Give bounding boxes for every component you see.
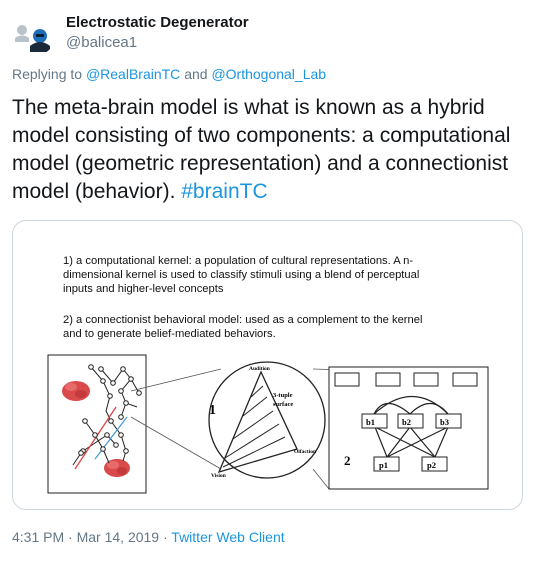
node-p2: p2	[427, 460, 436, 470]
media-para1-line2: dimensional kernel is used to classify s…	[63, 269, 420, 281]
tweet-body: The meta-brain model is what is known as…	[12, 96, 511, 203]
label-3-tuple: 3-tuple	[273, 392, 293, 399]
label-olfaction: Olfaction	[294, 449, 316, 455]
avatar-image	[12, 12, 56, 56]
media-para1-line1: 1) a computational kernel: a population …	[63, 255, 414, 267]
input-boxes	[334, 372, 478, 387]
label-audition: Audition	[249, 366, 270, 372]
node-boxes	[361, 413, 462, 472]
red-edge	[74, 406, 117, 470]
label-surface: surface	[273, 401, 293, 408]
replying-to-conjunction: and	[184, 66, 208, 82]
blue-edge	[94, 416, 128, 460]
author-handle[interactable]: @balicea1	[66, 34, 138, 51]
node-b2: b2	[402, 417, 411, 427]
mention-orthogonal-lab-link[interactable]: @Orthogonal_Lab	[211, 66, 327, 82]
kernel-circle	[208, 361, 326, 479]
label-vision: Vision	[211, 473, 226, 479]
meta-brain-diagram: 1 Audition 3-tuple surface Olfaction Vis…	[47, 354, 489, 494]
tweet-text: The meta-brain model is what is known as…	[12, 94, 542, 206]
media-para2-line2: and to generate belief-mediated behavior…	[63, 328, 276, 340]
footer-separator: ·	[162, 529, 168, 545]
tweet-footer: 4:31 PM · Mar 14, 2019 · Twitter Web Cli…	[12, 529, 285, 545]
node-p1: p1	[379, 460, 388, 470]
media-paragraph-2: 2) a connectionist behavioral model: use…	[63, 313, 503, 341]
author-display-name[interactable]: Electrostatic Degenerator	[66, 14, 249, 31]
network-nodes	[78, 364, 142, 456]
kernel-number: 1	[209, 403, 216, 418]
network-connections	[373, 395, 449, 458]
node-b1: b1	[366, 417, 375, 427]
replying-to-label: Replying to	[12, 66, 83, 82]
tweet-date[interactable]: Mar 14, 2019	[76, 529, 160, 545]
brain-network-panel	[47, 354, 147, 494]
mention-realbraintc-link[interactable]: @RealBrainTC	[85, 66, 181, 82]
kernel-triangle	[217, 370, 298, 474]
avatar[interactable]	[12, 12, 56, 56]
brain-icon-top	[62, 381, 90, 401]
node-b3: b3	[440, 417, 449, 427]
media-paragraph-1: 1) a computational kernel: a population …	[63, 254, 503, 296]
media-para1-line3: inputs and higher-level concepts	[63, 283, 224, 295]
replying-to-line: Replying to @RealBrainTC and @Orthogonal…	[12, 66, 326, 82]
footer-separator: ·	[68, 529, 73, 545]
hashtag-braintc-link[interactable]: #brainTC	[181, 180, 268, 203]
tweet-time[interactable]: 4:31 PM	[12, 529, 65, 545]
network-number: 2	[344, 453, 351, 468]
media-para2-line1: 2) a connectionist behavioral model: use…	[63, 314, 423, 326]
tweet-client-link[interactable]: Twitter Web Client	[171, 529, 285, 545]
brain-icon-bottom	[104, 459, 130, 477]
media-image-card[interactable]: 1) a computational kernel: a population …	[12, 220, 523, 510]
